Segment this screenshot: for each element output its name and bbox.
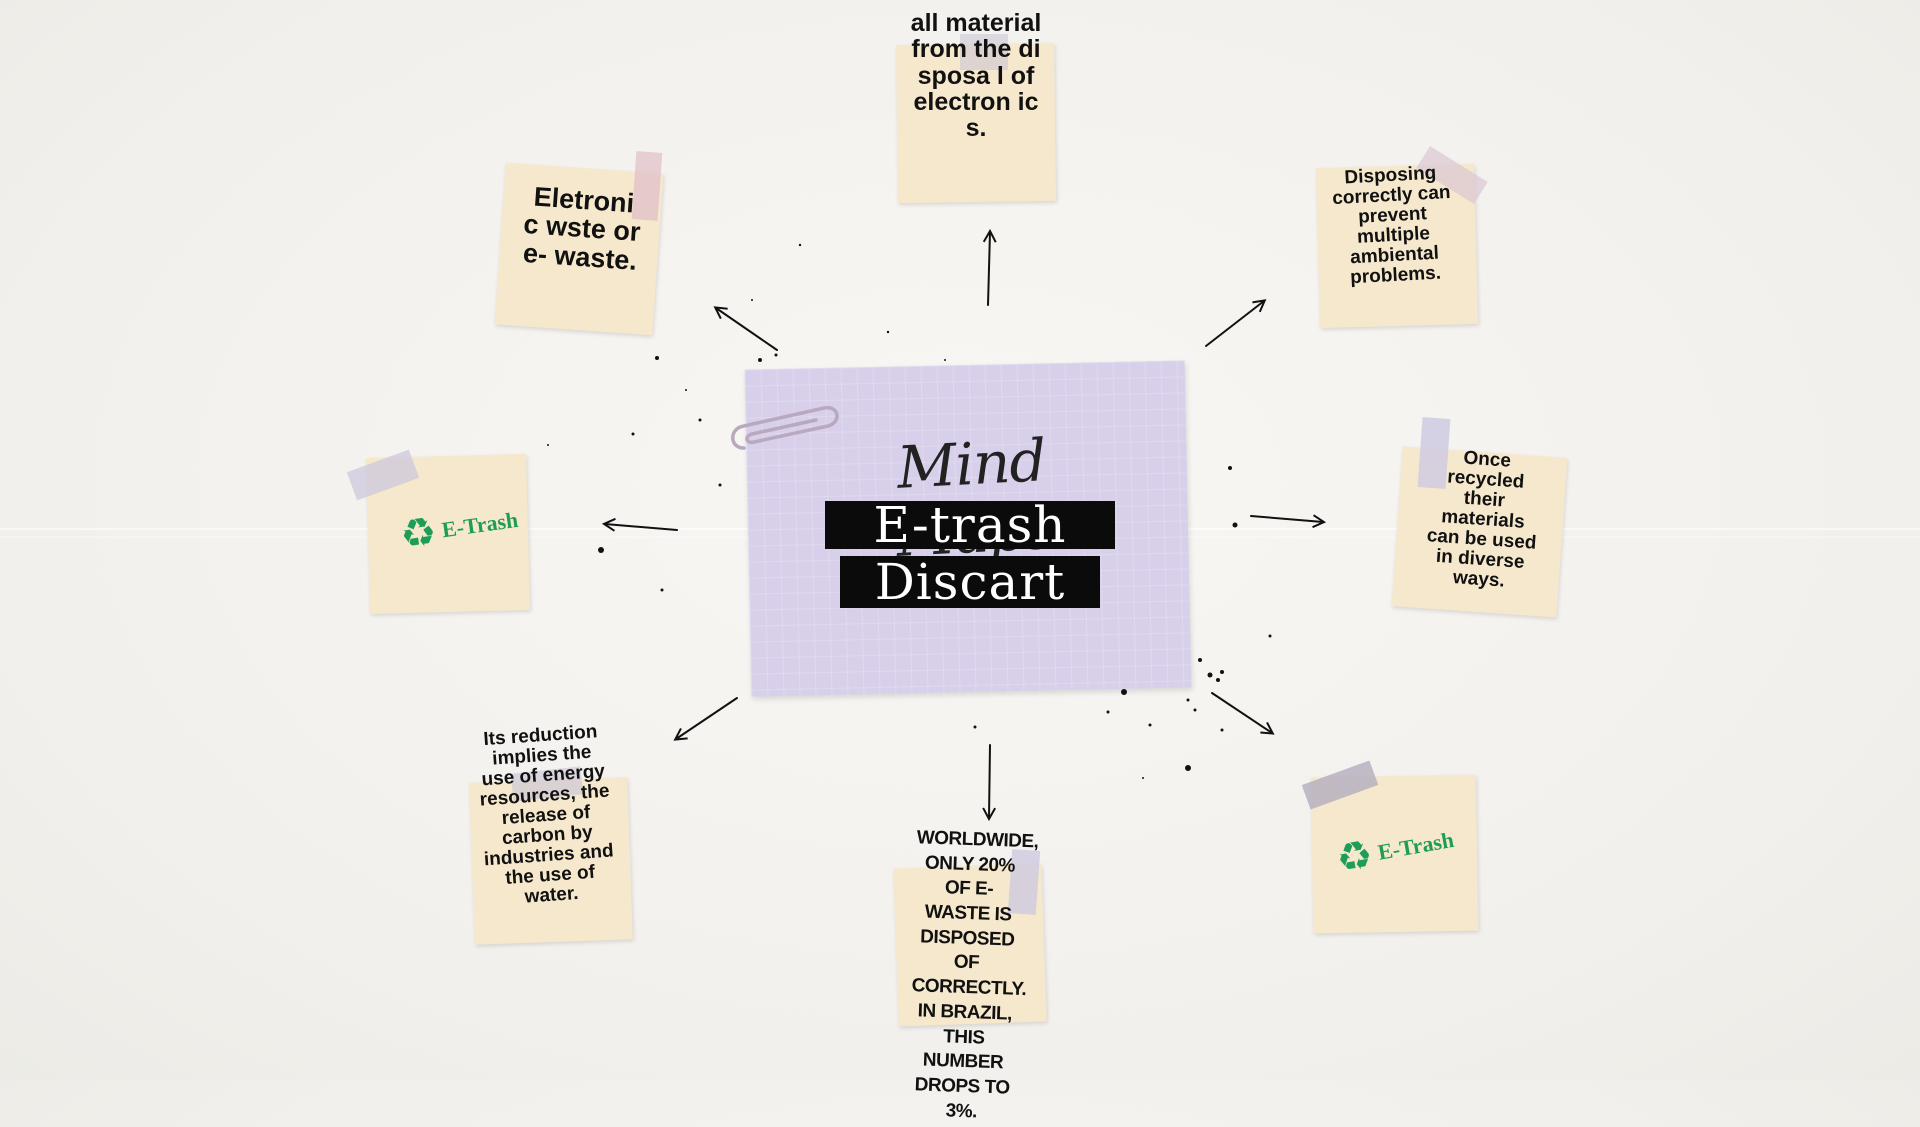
title-line-2: Discart: [874, 553, 1066, 611]
note-top-left-text: Eletroni c wste or e- waste.: [522, 181, 642, 276]
arrow-top-right: [1205, 301, 1264, 347]
note-top-right-text: Disposing correctly can prevent multiple…: [1331, 162, 1452, 288]
title-band-discart: Discart: [840, 556, 1100, 608]
tape: [960, 34, 1008, 70]
paperclip-icon: [731, 406, 839, 450]
title-band-etrash: E-trash: [825, 500, 1115, 550]
note-bottom-text: WORLDWIDE, ONLY 20% OF E-WASTE IS DISPOS…: [911, 827, 1039, 1123]
title-line-1: E-trash: [873, 496, 1067, 554]
recycle-icon: ♻: [1333, 832, 1377, 882]
arrow-bottom: [989, 744, 990, 818]
note-right-text: Once recycled their materials can be use…: [1426, 447, 1538, 592]
ink-splatter: [547, 243, 1272, 779]
connector-arrows: [547, 0, 1920, 1080]
recycle-icon: ♻: [397, 509, 440, 559]
arrow-top: [988, 232, 990, 306]
note-bottom-left-text: Its reduction implies the use of energy …: [479, 721, 615, 908]
logo-text: E-Trash: [440, 506, 520, 543]
arrow-top-left: [716, 308, 778, 351]
arrow-bottom-right: [1211, 692, 1272, 733]
arrow-left: [605, 524, 678, 530]
note-top-text: all material from the disposa l of elect…: [910, 9, 1042, 142]
arrow-right: [1250, 516, 1323, 522]
logo-text: E-Trash: [1375, 826, 1456, 865]
arrow-bottom-left: [676, 697, 738, 739]
